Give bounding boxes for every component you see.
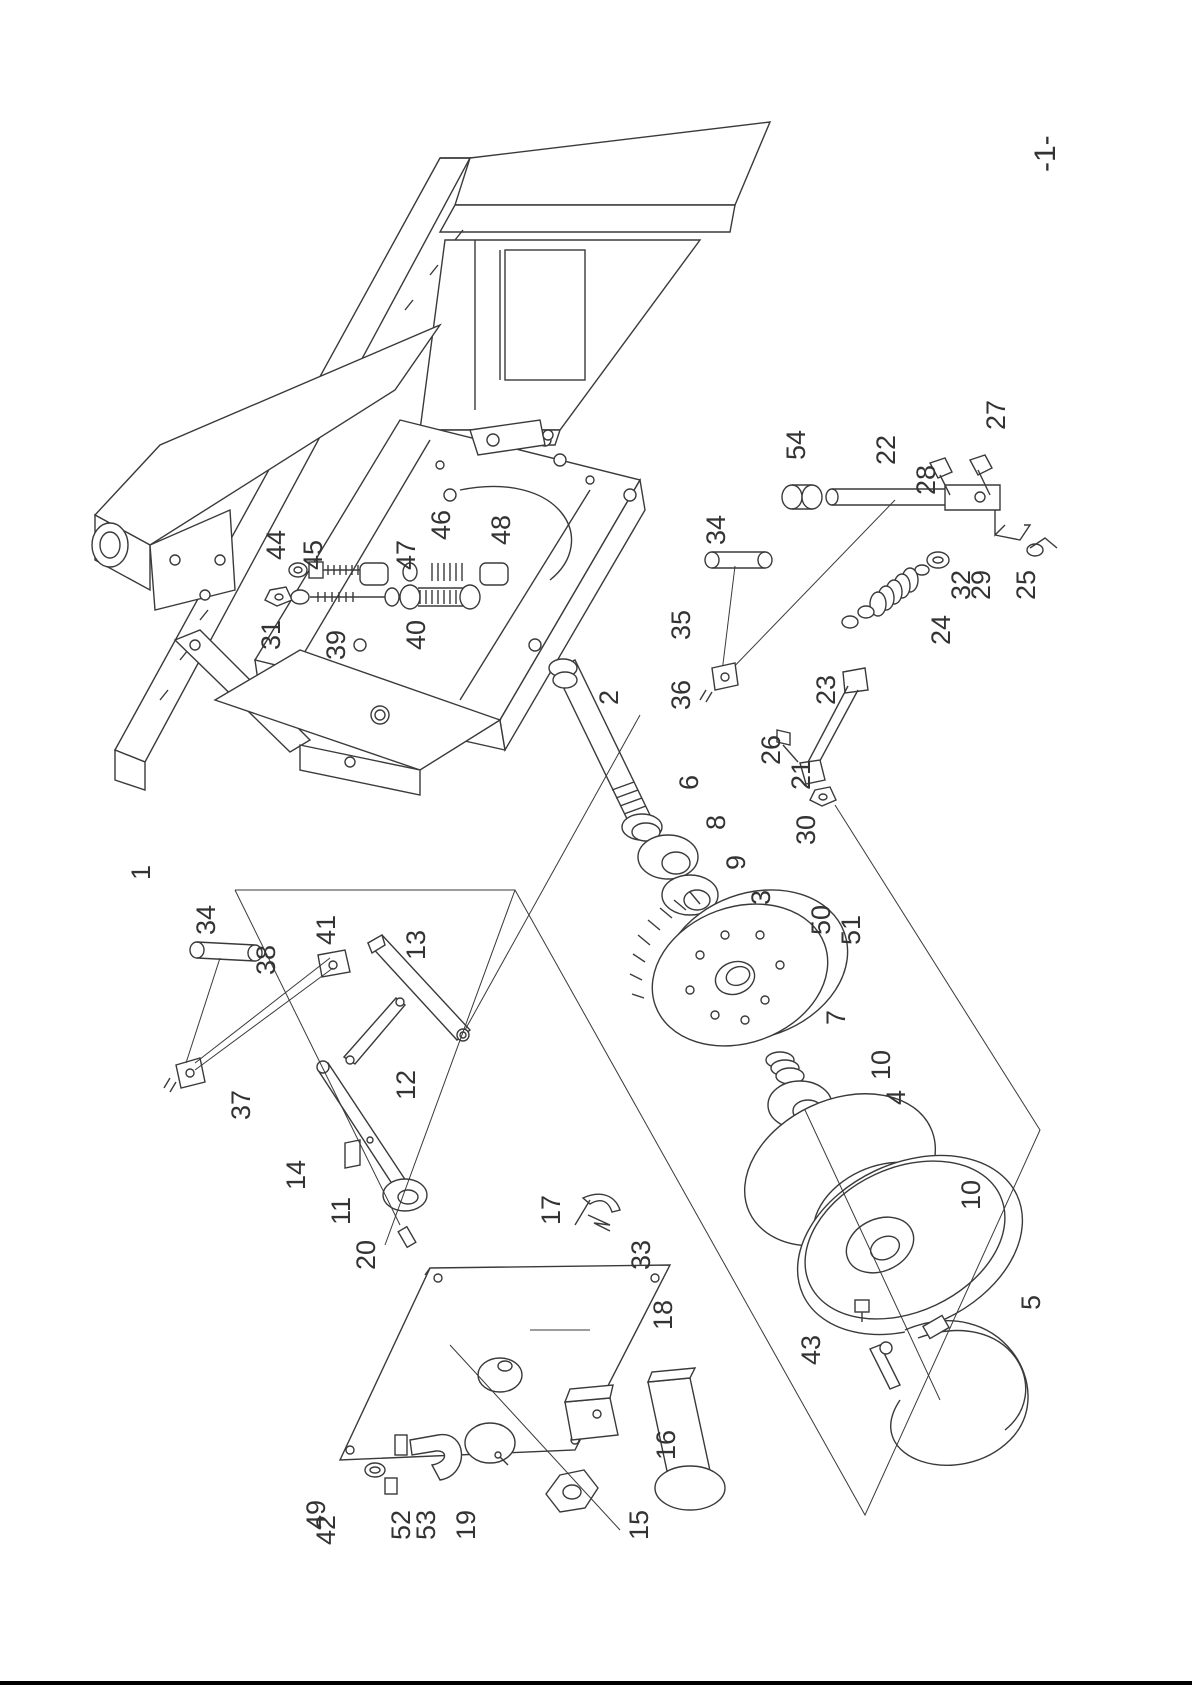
lever-part-12 (344, 998, 405, 1064)
callout-13: 13 (401, 930, 431, 960)
bracket-part-14 (345, 1140, 360, 1168)
callout-10a: 10 (866, 1050, 896, 1080)
washer-part-24-ends (842, 606, 874, 628)
sleeve-part-46-left (360, 563, 388, 585)
callout-37: 37 (226, 1090, 256, 1120)
pin-part-17 (575, 1194, 620, 1225)
grip-part-54 (782, 485, 822, 509)
callout-2: 2 (594, 690, 624, 705)
callout-34a: 34 (191, 905, 221, 935)
callout-30: 30 (791, 815, 821, 845)
callout-44: 44 (261, 530, 291, 560)
callout-53: 53 (411, 1510, 441, 1540)
callout-22: 22 (871, 435, 901, 465)
callout-40: 40 (401, 620, 431, 650)
washer-part-49 (365, 1463, 385, 1477)
callout-46: 46 (426, 510, 456, 540)
callout-32: 32 (946, 570, 976, 600)
callout-28: 28 (911, 465, 941, 495)
shaft-part-2 (549, 659, 650, 825)
callout-51: 51 (836, 915, 866, 945)
sleeve-part-48 (480, 563, 508, 585)
callout-33: 33 (626, 1240, 656, 1270)
callout-24: 24 (926, 615, 956, 645)
callout-8: 8 (701, 815, 731, 830)
cam-part-37 (164, 1058, 205, 1092)
callout-50: 50 (806, 905, 836, 935)
cam-part-36 (700, 663, 738, 702)
callout-11: 11 (326, 1197, 356, 1225)
callout-4: 4 (881, 1090, 911, 1105)
callout-45: 45 (298, 540, 328, 570)
callout-10b: 10 (956, 1180, 986, 1210)
callout-14: 14 (281, 1160, 311, 1190)
callout-23: 23 (811, 675, 841, 705)
pin-part-20 (398, 1227, 416, 1248)
callout-54: 54 (781, 430, 811, 460)
callout-49: 49 (301, 1500, 331, 1530)
callout-47: 47 (391, 540, 421, 570)
knob-part-19 (465, 1423, 515, 1465)
handle-part-34-right (705, 552, 772, 568)
callout-39: 39 (321, 630, 351, 660)
strap-part-5 (870, 1315, 1028, 1465)
bracket-part-25 (995, 510, 1057, 556)
callout-36: 36 (666, 680, 696, 710)
callout-7: 7 (821, 1010, 851, 1025)
spring-part-24 (870, 568, 918, 616)
callout-1: 1 (126, 865, 156, 880)
callout-31: 31 (256, 620, 286, 650)
callout-18: 18 (648, 1300, 678, 1330)
callout-43: 43 (796, 1335, 826, 1365)
callout-16: 16 (651, 1430, 681, 1460)
callout-12: 12 (391, 1070, 421, 1100)
clip-part-33 (588, 1215, 610, 1231)
page-number: -1- (1029, 135, 1062, 172)
callout-48: 48 (486, 515, 516, 545)
bolt-part-42 (385, 1478, 397, 1494)
nut-part-31 (265, 587, 292, 606)
cable-part-35 (722, 500, 895, 676)
callout-21: 21 (786, 760, 816, 790)
callout-3: 3 (746, 890, 776, 905)
callout-35: 35 (666, 610, 696, 640)
spring-part-7 (766, 1052, 804, 1084)
callout-25: 25 (1011, 570, 1041, 600)
callout-19: 19 (451, 1510, 481, 1540)
callout-17: 17 (536, 1195, 566, 1225)
callout-41: 41 (311, 915, 341, 945)
callout-27: 27 (981, 400, 1011, 430)
nut-part-29 (927, 552, 949, 568)
callout-26: 26 (756, 735, 786, 765)
callout-6: 6 (674, 775, 704, 790)
callout-34b: 34 (701, 515, 731, 545)
bottom-rule (0, 1681, 1192, 1685)
nut-part-15 (546, 1470, 598, 1512)
callout-5: 5 (1016, 1295, 1046, 1310)
callout-15: 15 (624, 1510, 654, 1540)
callout-9: 9 (721, 855, 751, 870)
bearing-part-8 (638, 835, 698, 879)
callout-20: 20 (351, 1240, 381, 1270)
callout-38: 38 (251, 945, 281, 975)
